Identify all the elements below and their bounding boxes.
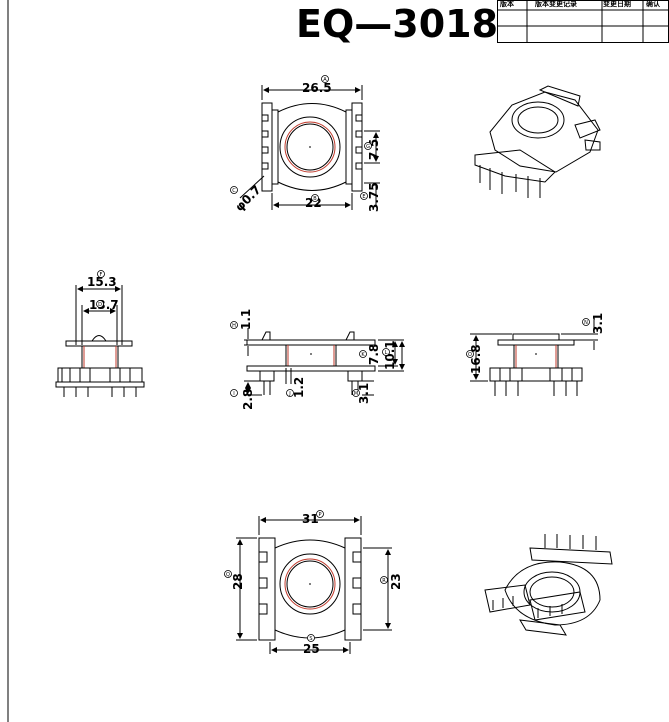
- callout-s: [307, 634, 315, 642]
- top-view: [239, 85, 380, 210]
- callout-l-label: L: [385, 350, 388, 356]
- callout-o: [466, 350, 474, 358]
- dim-front-pin-length: 2.8: [241, 389, 255, 410]
- rev-header-change-date: 变更日期: [603, 0, 631, 8]
- rev-header-change-log: 版本变更记录: [535, 0, 577, 8]
- isometric-view-top: [474, 85, 601, 198]
- callout-k: [359, 350, 367, 358]
- callout-f: [97, 270, 105, 278]
- dim-top-pin-offset: 3.75: [367, 182, 381, 212]
- callout-h-label: H: [232, 323, 236, 329]
- callout-s-label: S: [309, 636, 312, 642]
- dim-bottom-base-width: 25: [303, 642, 320, 656]
- dim-bottom-left-height: 28: [231, 573, 245, 590]
- dim-right-height: 16.8: [469, 344, 483, 374]
- callout-i: [230, 389, 238, 397]
- dim-left-inner: 13.7: [89, 298, 119, 312]
- dim-front-height-total: 10.1: [383, 340, 397, 370]
- callout-k-label: K: [361, 352, 365, 358]
- revision-table: 版本 版本变更记录 变更日期 确认: [497, 0, 669, 43]
- callout-h: [230, 321, 238, 329]
- revision-table-grid: [497, 0, 669, 43]
- dim-front-height-core: 7.8: [367, 344, 381, 365]
- dim-top-pin-diameter: φ0.7: [232, 183, 264, 215]
- callout-a: [321, 75, 329, 83]
- callout-b: [311, 194, 319, 202]
- callout-l: [382, 348, 390, 356]
- callout-p-label: P: [318, 512, 321, 518]
- dim-right-top: 3.1: [591, 313, 605, 334]
- callout-m: [352, 389, 360, 397]
- callout-g-label: G: [366, 144, 370, 150]
- dim-left-outer: 15.3: [87, 275, 117, 289]
- callout-p: [316, 510, 324, 518]
- callout-e: [360, 192, 368, 200]
- part-title: EQ—3018: [296, 2, 499, 46]
- callouts: [96, 75, 590, 642]
- callout-c: [230, 186, 238, 194]
- callout-g: [364, 142, 372, 150]
- callout-r: [380, 576, 388, 584]
- callout-b-label: B: [313, 196, 317, 202]
- callout-r-label: R: [382, 578, 386, 584]
- callout-q: [224, 570, 232, 578]
- callout-q-label: Q: [226, 572, 230, 578]
- isometric-view-bottom: [484, 534, 613, 636]
- callout-f-label: F: [100, 272, 103, 278]
- callout-d: [96, 300, 104, 308]
- callout-j: [286, 389, 294, 397]
- callout-c-label: C: [232, 188, 236, 194]
- dim-front-flange: 1.1: [239, 309, 253, 330]
- callout-n: [582, 318, 590, 326]
- dim-top-width: 26.5: [302, 81, 332, 95]
- callout-m-label: M: [354, 391, 358, 397]
- right-view: [470, 320, 598, 396]
- callout-n-label: N: [584, 320, 588, 326]
- callout-i-label: I: [233, 391, 234, 397]
- rev-header-confirm: 确认: [646, 0, 660, 8]
- callout-d-label: D: [98, 302, 102, 308]
- callout-o-label: O: [468, 352, 472, 358]
- dim-bottom-right-height: 23: [389, 573, 403, 590]
- callout-j-label: J: [288, 391, 290, 397]
- dim-bottom-width: 31: [302, 512, 319, 526]
- front-view: [244, 328, 405, 396]
- left-view: [55, 285, 145, 397]
- dim-front-base: 3.1: [357, 383, 371, 404]
- callout-a-label: A: [323, 77, 327, 83]
- dim-front-wall: 1.2: [292, 377, 306, 398]
- rev-header-version: 版本: [500, 0, 514, 8]
- bottom-view: [236, 516, 392, 654]
- callout-e-label: E: [362, 194, 365, 200]
